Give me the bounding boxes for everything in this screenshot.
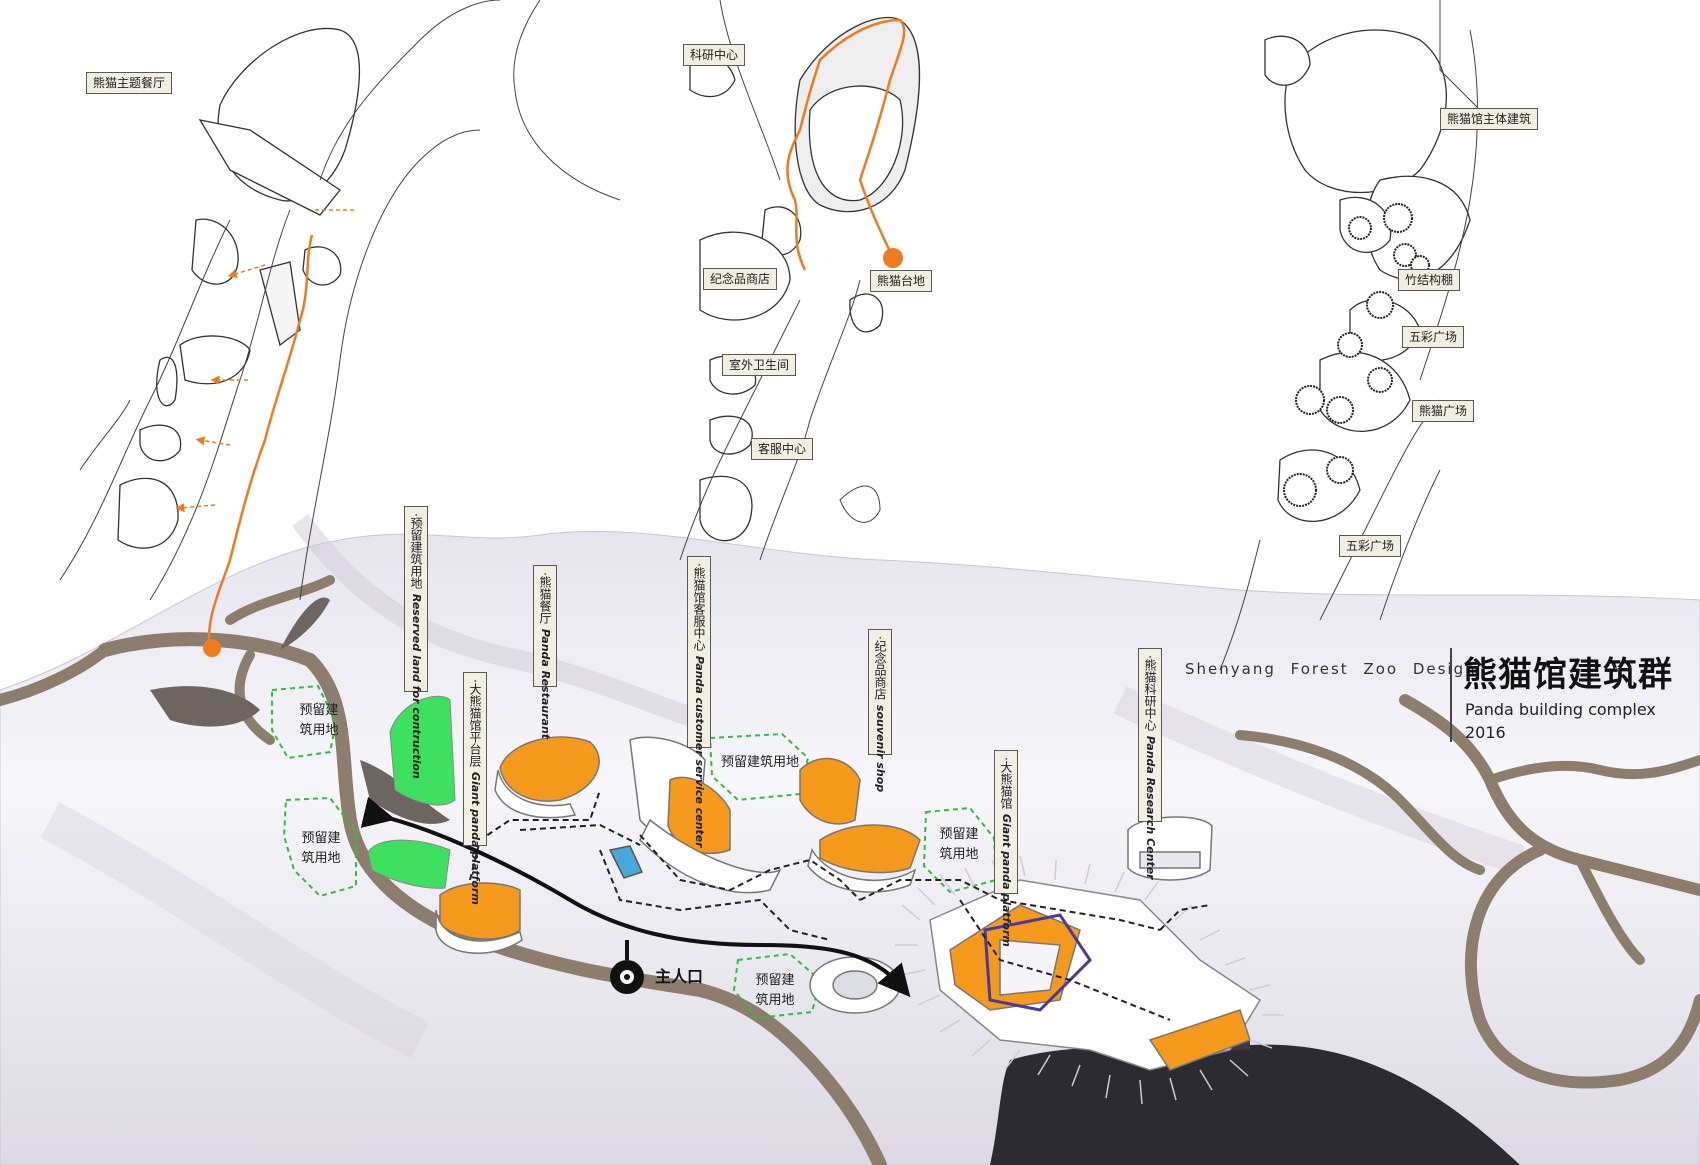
title-block: Shenyang Forest Zoo Design 熊猫馆建筑群 Panda … bbox=[1185, 643, 1685, 753]
label-bamboo-pergola: 竹结构棚 bbox=[1398, 269, 1461, 291]
trees-right bbox=[1283, 203, 1430, 507]
label-colorful-plaza-2: 五彩广场 bbox=[1339, 535, 1402, 557]
label-customer-service: 客服中心 bbox=[751, 438, 814, 460]
reserved-land-label-3: 预留建筑用地 bbox=[720, 755, 799, 770]
main-entrance-label: 主人口 bbox=[655, 967, 704, 986]
buildings bbox=[435, 736, 1262, 1071]
route-center-marker bbox=[883, 248, 903, 268]
title-cn: 熊猫馆建筑群 bbox=[1463, 655, 1673, 695]
callout-giant-panda-platform-layer: ·大熊猫馆平台层 Giant panda platform bbox=[463, 672, 487, 905]
lake bbox=[990, 1044, 1520, 1165]
callout-panda-customer-service: ·熊猫馆客服中心 Panda customer service center bbox=[687, 556, 711, 848]
reserved-land-label-4: 预留建筑用地 bbox=[939, 827, 979, 862]
plan-left bbox=[117, 27, 361, 549]
reserved-land-label-5: 预留建筑用地 bbox=[755, 973, 795, 1008]
reserved-land-label-2: 预留建筑用地 bbox=[301, 831, 341, 866]
label-outdoor-restroom: 室外卫生间 bbox=[722, 354, 797, 376]
callout-reserved-land: ·预留建筑用地 Reserved land for contruction bbox=[404, 506, 428, 779]
title-divider bbox=[1450, 648, 1452, 742]
callout-giant-panda-hall: ·大熊猫馆 Giant panda platform bbox=[994, 750, 1018, 947]
callout-panda-restaurant: ·熊猫餐厅 Panda Restaurant bbox=[533, 565, 557, 739]
route-left-marker bbox=[203, 639, 221, 657]
route-left bbox=[207, 234, 314, 651]
subtitle-en: Shenyang Forest Zoo Design bbox=[1185, 660, 1477, 678]
main-access-line bbox=[360, 796, 911, 998]
label-panda-main-building: 熊猫馆主体建筑 bbox=[1440, 108, 1539, 130]
callout-souvenir-shop: ·纪念品商店 souvenir shop bbox=[868, 629, 892, 792]
label-panda-platform-site: 熊猫台地 bbox=[870, 270, 933, 292]
label-research-center: 科研中心 bbox=[683, 44, 746, 66]
label-colorful-plaza-1: 五彩广场 bbox=[1402, 326, 1465, 348]
reserved-land-label-1: 预留建筑用地 bbox=[299, 703, 339, 738]
year-label: 2016 bbox=[1465, 723, 1506, 742]
pond-left bbox=[150, 686, 260, 727]
label-panda-theme-restaurant: 熊猫主题餐厅 bbox=[86, 72, 173, 94]
callout-panda-research-center: ·熊猫科研中心 Panda Research Center bbox=[1138, 648, 1162, 880]
label-souvenir-shop-plan: 纪念品商店 bbox=[703, 268, 778, 290]
subtitle-en-secondary: Panda building complex bbox=[1465, 700, 1656, 719]
panda-hall-fence bbox=[895, 855, 1284, 1105]
label-panda-plaza: 熊猫广场 bbox=[1412, 400, 1475, 422]
route-center bbox=[786, 18, 906, 271]
